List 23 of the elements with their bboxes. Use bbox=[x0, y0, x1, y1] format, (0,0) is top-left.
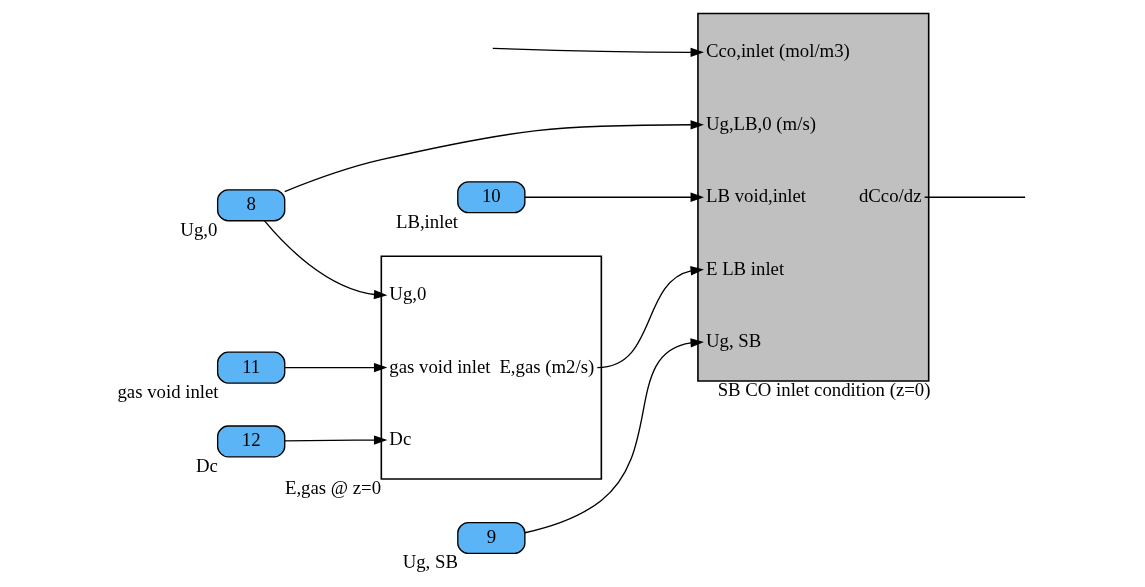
node-box: Cco,inlet (mol/m3) Ug,LB,0 (m/s) LB void,inlet dCco/dz E LB inlet Ug, SB bbox=[697, 12, 930, 382]
node-label: Ug, SB bbox=[402, 551, 458, 573]
node-label: E,gas @ z=0 bbox=[284, 477, 382, 498]
node-box: 10 bbox=[457, 181, 526, 214]
arrow bbox=[492, 47, 704, 58]
arrow bbox=[524, 192, 704, 202]
node-box: 11 bbox=[217, 351, 286, 384]
node-box: 12 bbox=[217, 425, 286, 458]
connector bbox=[924, 196, 1026, 198]
node-label: LB,inlet bbox=[395, 210, 458, 232]
arrow bbox=[524, 338, 704, 534]
node-box: Ug,0 gas void inlet E,gas (m2/s) Dc bbox=[380, 255, 603, 480]
node-box: 9 bbox=[457, 521, 526, 555]
node-box: 8 bbox=[217, 189, 286, 222]
arrow bbox=[284, 362, 388, 373]
arrow bbox=[263, 220, 388, 300]
arrow bbox=[284, 120, 704, 193]
node-label: SB CO inlet condition (z=0) bbox=[717, 379, 931, 401]
node-label: Ug,0 bbox=[180, 218, 218, 240]
arrow bbox=[596, 266, 704, 369]
node-label: gas void inlet bbox=[117, 381, 219, 403]
node-label: Dc bbox=[195, 454, 218, 476]
arrow bbox=[284, 435, 388, 445]
